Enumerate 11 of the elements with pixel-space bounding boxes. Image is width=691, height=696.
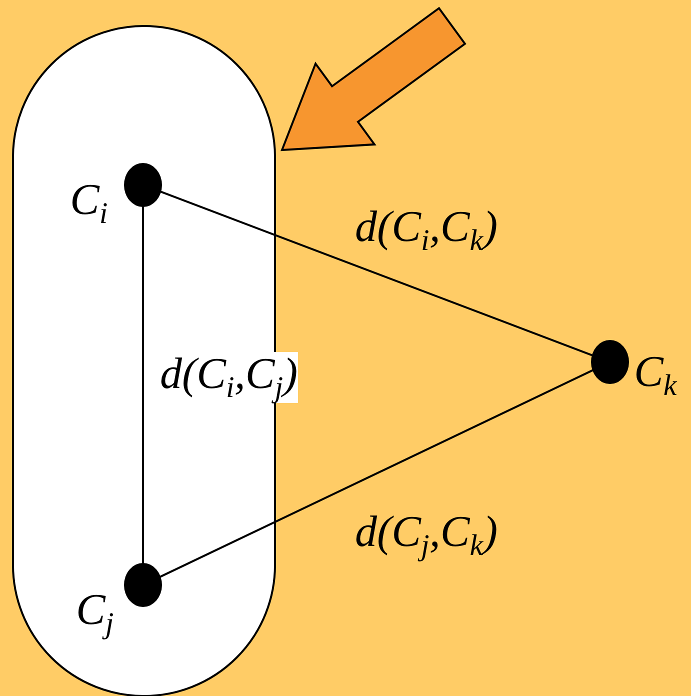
connector-line (160, 369, 594, 578)
point-dot (124, 163, 162, 207)
point-label: C$_{i}$ (70, 178, 108, 229)
point-label: C$_{k}$ (634, 350, 677, 401)
connector-line (142, 204, 144, 566)
point-dot (591, 340, 629, 384)
point-dot (124, 563, 162, 607)
edge-label: d(C$_{i}$,C$_{j}$) (160, 352, 298, 403)
point-label: C$_{j}$ (76, 588, 114, 639)
block-arrow (280, 6, 466, 152)
connector-line (160, 190, 593, 356)
